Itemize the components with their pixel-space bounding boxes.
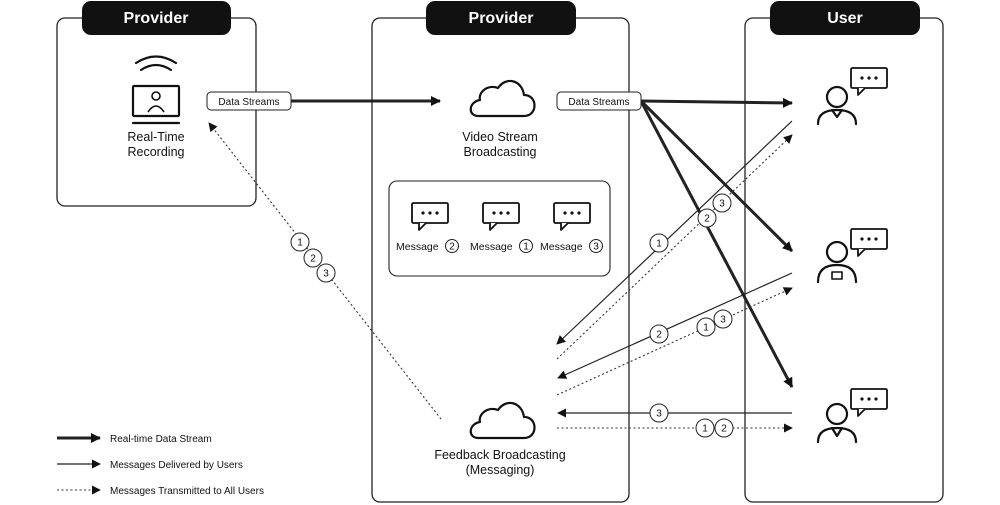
user3-badges: 3 1 2 xyxy=(649,403,734,438)
order-badge-label: 1 xyxy=(703,323,709,334)
message-label: Message xyxy=(470,241,513,253)
legend: Real-time Data Stream Messages Delivered… xyxy=(57,433,264,497)
stream-to-user-1 xyxy=(640,97,793,108)
feedback-label-line2: (Messaging) xyxy=(466,463,535,477)
user-avatar-3 xyxy=(816,388,888,444)
center-provider-title: Provider xyxy=(469,10,534,27)
feedback-label-line1: Feedback Broadcasting xyxy=(434,448,565,462)
order-badge xyxy=(695,418,715,438)
left-provider-title: Provider xyxy=(124,10,189,27)
left-provider-header xyxy=(82,1,231,35)
broadcast-monitor-icon xyxy=(131,55,181,125)
order-badge xyxy=(696,317,716,337)
order-badge-label: 2 xyxy=(310,254,316,265)
message-number: 1 xyxy=(523,242,529,253)
order-badge-label: 2 xyxy=(721,424,727,435)
order-badge xyxy=(713,309,733,329)
user-avatar-1 xyxy=(816,67,888,126)
message-number-badge xyxy=(589,239,603,253)
video-label-line1: Video Stream xyxy=(462,130,538,144)
message-label: Message xyxy=(396,241,439,253)
center-provider-header xyxy=(426,1,576,35)
user2-badges: 1 3 2 xyxy=(649,309,733,344)
left-provider-panel xyxy=(56,17,257,207)
legend-solid-label: Messages Delivered by Users xyxy=(110,460,243,471)
user-avatar-2 xyxy=(816,228,888,284)
person-icon xyxy=(816,402,858,444)
person-icon xyxy=(816,240,858,284)
message-number: 3 xyxy=(593,242,599,253)
order-badge xyxy=(714,418,734,438)
data-streams-tag-left xyxy=(206,91,292,111)
message-number-badge xyxy=(445,239,459,253)
data-streams-tag-center xyxy=(556,91,642,111)
user-header xyxy=(770,1,920,35)
order-badge-label: 1 xyxy=(297,238,303,249)
order-badge-label: 3 xyxy=(719,199,725,210)
stream-to-user-3 xyxy=(639,100,794,388)
order-badge xyxy=(649,324,669,344)
user2-message-out xyxy=(557,272,793,379)
recording-label-line2: Recording xyxy=(128,145,185,159)
order-badge-label: 3 xyxy=(323,269,329,280)
user1-message-in xyxy=(556,134,793,360)
order-badge-label: 1 xyxy=(656,239,662,250)
recording-label-line1: Real-Time xyxy=(127,130,184,144)
user1-badges: 2 3 1 xyxy=(649,193,732,253)
left-badges: 1 2 3 xyxy=(290,232,336,283)
order-badge xyxy=(290,232,310,252)
order-badge-label: 3 xyxy=(720,315,726,326)
message-label: Message xyxy=(540,241,583,253)
order-badge xyxy=(303,248,323,268)
message-number: 2 xyxy=(449,242,455,253)
legend-dotted-label: Messages Transmitted to All Users xyxy=(110,486,264,497)
message-number-badge xyxy=(519,239,533,253)
order-badge xyxy=(697,208,717,228)
stream-to-user-2 xyxy=(639,99,794,253)
order-badge xyxy=(712,193,732,213)
order-badge-label: 2 xyxy=(656,330,662,341)
order-badge-label: 3 xyxy=(656,409,662,420)
data-streams-label-center: Data Streams xyxy=(568,97,629,108)
order-badge-label: 2 xyxy=(704,214,710,225)
user1-message-out xyxy=(556,120,793,345)
legend-thick-label: Real-time Data Stream xyxy=(110,434,212,445)
video-label-line2: Broadcasting xyxy=(464,145,537,159)
message-queue-box xyxy=(388,180,611,277)
data-streams-label-left: Data Streams xyxy=(218,97,279,108)
user-title: User xyxy=(827,10,863,27)
person-icon xyxy=(816,85,858,126)
order-badge xyxy=(316,263,336,283)
order-badge-label: 1 xyxy=(702,424,708,435)
order-badge xyxy=(649,403,669,423)
order-badge xyxy=(649,233,669,253)
